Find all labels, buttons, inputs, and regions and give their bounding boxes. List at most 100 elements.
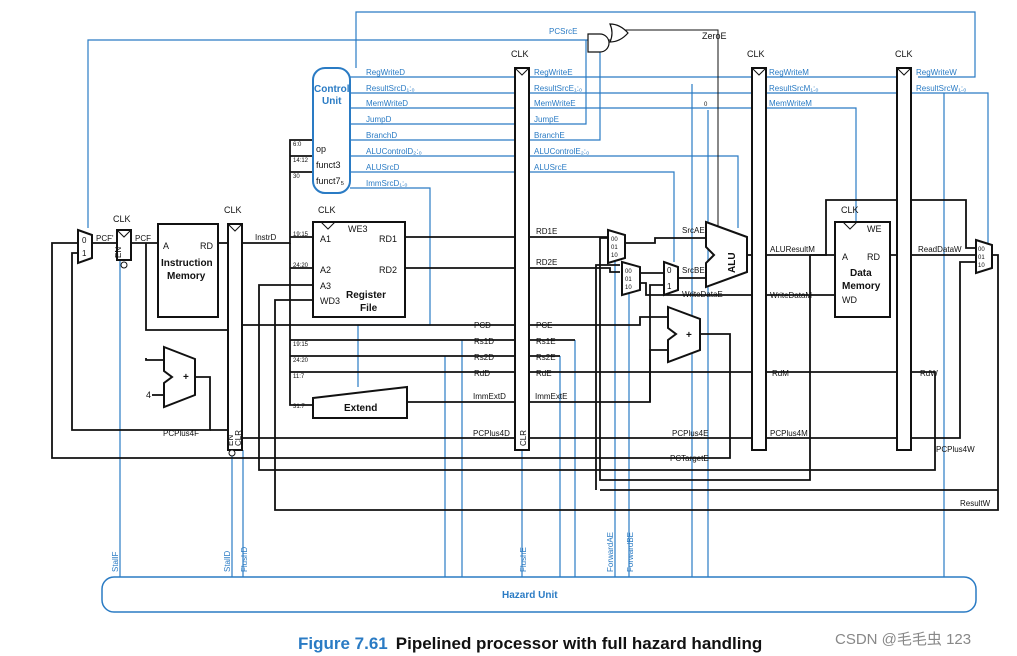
instruction-memory: A RD Instruction Memory xyxy=(157,223,219,318)
de-register: CLR xyxy=(514,67,530,451)
svg-text:1: 1 xyxy=(667,282,672,291)
svg-text:A: A xyxy=(842,252,848,262)
figure-number: Figure 7.61 xyxy=(298,634,388,653)
hazard-unit: Hazard Unit xyxy=(101,576,977,613)
clk-label-fd: CLK xyxy=(224,205,242,215)
forward-a-mux: 00 01 10 xyxy=(607,228,626,265)
svg-text:FlushD: FlushD xyxy=(240,546,249,572)
svg-text:A3: A3 xyxy=(320,281,331,291)
rf-title-2: File xyxy=(360,303,378,314)
forward-b-mux: 00 01 10 xyxy=(621,260,641,297)
rde-label: RdE xyxy=(536,369,552,378)
zero-const: 0 xyxy=(704,102,708,108)
svg-text:WD3: WD3 xyxy=(320,296,340,306)
mw-register xyxy=(896,67,912,451)
bits-imm: 31:7 xyxy=(293,404,305,410)
register-file: A1 A2 A3 WD3 WE3 RD1 RD2 Register File xyxy=(312,221,406,318)
svg-text:ForwardAE: ForwardAE xyxy=(606,532,615,572)
control-unit: Control Unit op funct3 funct7₅ xyxy=(312,67,351,194)
rf-title-1: Register xyxy=(346,290,386,301)
svg-text:MemWriteE: MemWriteE xyxy=(534,99,576,108)
svg-text:RegWriteM: RegWriteM xyxy=(769,68,809,77)
svg-text:10: 10 xyxy=(625,285,632,291)
rd1e-label: RD1E xyxy=(536,227,557,236)
svg-text:FlushE: FlushE xyxy=(519,547,528,572)
pcplus4-adder: + xyxy=(163,345,196,409)
svg-text:10: 10 xyxy=(978,263,985,269)
rdw-label: RdW xyxy=(920,369,938,378)
imem-title-2: Memory xyxy=(167,271,206,282)
svg-text:Hazard Unit: Hazard Unit xyxy=(502,590,558,601)
ctrl-m-labels: RegWriteM ResultSrcM₁:₀ MemWriteM xyxy=(769,68,819,108)
control-wires xyxy=(87,11,989,577)
svg-text:ResultSrcE₁:₀: ResultSrcE₁:₀ xyxy=(534,84,582,93)
cu-op: op xyxy=(316,144,326,154)
svg-text:ALUSrcD: ALUSrcD xyxy=(366,163,400,172)
svg-text:CLR: CLR xyxy=(519,430,528,446)
srcae-label: SrcAE xyxy=(682,226,705,235)
imem-rd-label: RD xyxy=(200,241,213,251)
cu-title-1: Control xyxy=(314,84,350,95)
svg-text:MemWriteM: MemWriteM xyxy=(769,99,812,108)
instrd-label: InstrD xyxy=(255,233,277,242)
figure-title: Pipelined processor with full hazard han… xyxy=(395,634,763,653)
bits-op: 6:0 xyxy=(293,142,302,148)
svg-text:MemWriteD: MemWriteD xyxy=(366,99,408,108)
svg-text:10: 10 xyxy=(611,253,618,259)
svg-text:A1: A1 xyxy=(320,234,331,244)
bits-rs2: 24:20 xyxy=(293,263,309,269)
em-register xyxy=(751,67,767,451)
pc-en-label: EN xyxy=(114,247,123,258)
svg-text:+: + xyxy=(686,330,692,341)
ctrl-e-labels: RegWriteE ResultSrcE₁:₀ MemWriteE JumpE … xyxy=(534,68,589,172)
rs2d-label: Rs2D xyxy=(474,353,494,362)
svg-text:00: 00 xyxy=(625,269,632,275)
svg-text:A2: A2 xyxy=(320,265,331,275)
figure-caption: Figure 7.61 Pipelined processor with full… xyxy=(298,634,762,654)
pcd-label: PCD xyxy=(474,321,491,330)
clk-label-de: CLK xyxy=(511,49,529,59)
rs1e-label: Rs1E xyxy=(536,337,556,346)
bits-f3: 14:12 xyxy=(293,158,309,164)
immextd-label: ImmExtD xyxy=(473,392,506,401)
ctrl-d-labels: RegWriteD ResultSrcD₁:₀ MemWriteD JumpD … xyxy=(366,68,422,188)
watermark: CSDN @毛毛虫 123 xyxy=(835,631,972,648)
const-four: 4 xyxy=(146,390,151,400)
svg-text:00: 00 xyxy=(611,237,618,243)
clk-label-mw: CLK xyxy=(895,49,913,59)
clk-label-dm: CLK xyxy=(841,205,859,215)
rdd-label: RdD xyxy=(474,369,490,378)
cu-title-2: Unit xyxy=(322,96,342,107)
immexte-label: ImmExtE xyxy=(535,392,567,401)
rdm-label: RdM xyxy=(772,369,789,378)
rd2e-label: RD2E xyxy=(536,258,557,267)
data-memory: A RD WD WE Data Memory xyxy=(834,221,891,318)
svg-text:01: 01 xyxy=(625,277,632,283)
hazard-signal-labels: StallF StallD FlushD FlushE ForwardAE Fo… xyxy=(111,532,635,572)
pipeline-diagram: 0 1 PCF' EN CLK PCF A RD Instruction Mem… xyxy=(51,11,999,613)
pce-label: PCE xyxy=(536,321,552,330)
svg-text:ResultSrcW₁:₀: ResultSrcW₁:₀ xyxy=(916,84,966,93)
svg-text:ResultSrcD₁:₀: ResultSrcD₁:₀ xyxy=(366,84,415,93)
svg-text:ALU: ALU xyxy=(727,252,738,273)
extend-unit: Extend xyxy=(312,385,408,419)
clk-label-rf: CLK xyxy=(318,205,336,215)
svg-text:ImmSrcD₁:₀: ImmSrcD₁:₀ xyxy=(366,179,408,188)
svg-text:WE: WE xyxy=(867,224,882,234)
branch-adder: + xyxy=(667,305,701,364)
rs2e-label: Rs2E xyxy=(536,353,556,362)
fd-clr: CLR xyxy=(234,430,243,446)
pc-mux: 0 1 xyxy=(77,228,93,265)
svg-text:RegWriteW: RegWriteW xyxy=(916,68,957,77)
bits-rs2b: 24:20 xyxy=(293,358,309,364)
svg-text:RegWriteE: RegWriteE xyxy=(534,68,573,77)
dmem-title-2: Memory xyxy=(842,281,881,292)
pcsrc-logic xyxy=(587,23,629,53)
mux-input-0: 0 xyxy=(82,236,87,245)
cu-funct3: funct3 xyxy=(316,160,341,170)
clk-label-pc: CLK xyxy=(113,214,131,224)
pcplus4e-label: PCPlus4E xyxy=(672,429,708,438)
rs1d-label: Rs1D xyxy=(474,337,494,346)
svg-text:BranchD: BranchD xyxy=(366,131,397,140)
datapath-wires xyxy=(51,29,999,511)
